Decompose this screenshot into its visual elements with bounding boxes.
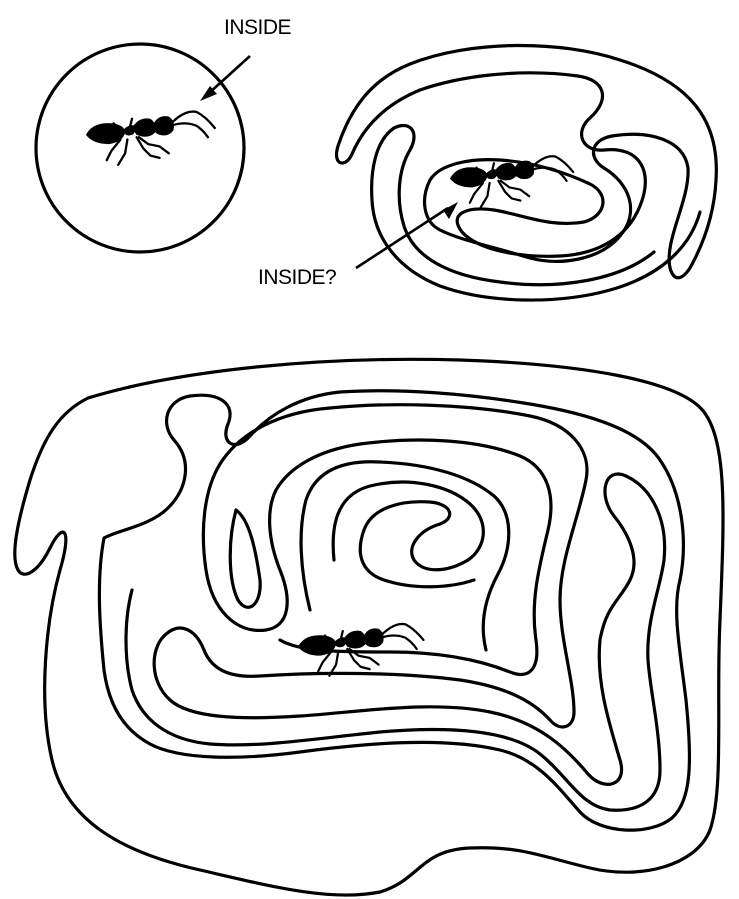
- ant-icon: [298, 624, 423, 676]
- complex-closed-curve: [15, 359, 723, 895]
- simple-closed-curve: [36, 44, 244, 252]
- arrow-icon: [200, 56, 250, 101]
- ant-icon: [86, 112, 215, 165]
- label-inside: INSIDE: [224, 16, 292, 39]
- ant-icon: [450, 156, 573, 207]
- label-inside-question: INSIDE?: [258, 266, 336, 289]
- arrow-icon: [356, 202, 458, 268]
